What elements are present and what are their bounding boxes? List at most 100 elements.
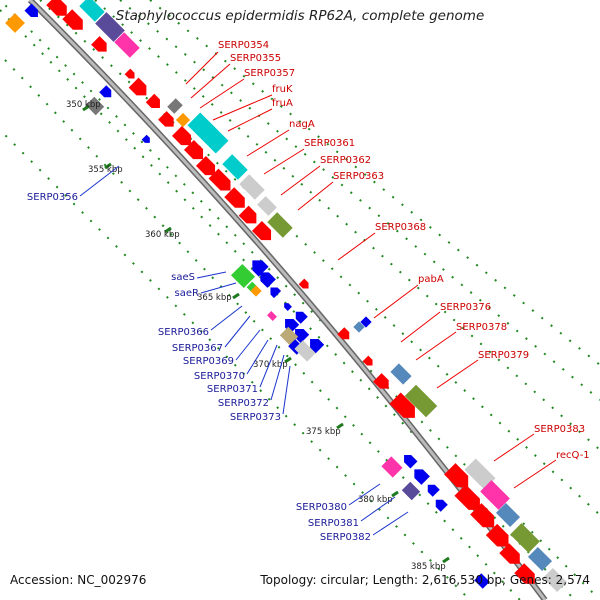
reverse-gene xyxy=(427,484,440,497)
gene-label: SERP0382 xyxy=(320,532,371,543)
gene-label: fruK xyxy=(272,84,293,95)
forward-gene xyxy=(454,484,480,510)
reverse-gene xyxy=(414,469,430,485)
reverse-gene xyxy=(284,303,292,311)
forward-gene xyxy=(444,463,469,488)
cds-steel xyxy=(353,321,365,333)
forward-gene xyxy=(62,9,83,30)
tick-mark xyxy=(442,556,450,564)
reverse-gene xyxy=(404,455,418,469)
forward-gene xyxy=(128,77,147,96)
gene-label: SERP0354 xyxy=(218,40,269,51)
cds-steel xyxy=(527,546,553,572)
callout-line xyxy=(224,315,251,348)
gene-labels: SERP0354SERP0355SERP0357fruKfruAnagASERP… xyxy=(27,40,590,543)
gene-label: saeS xyxy=(171,272,195,283)
cds-silver xyxy=(239,174,265,200)
cds-steel xyxy=(390,363,412,385)
forward-gene xyxy=(373,373,389,389)
map-title: Staphylococcus epidermidis RP62A, comple… xyxy=(115,8,485,24)
gene-label: SERP0372 xyxy=(218,398,269,409)
gene-label: SERP0355 xyxy=(230,53,281,64)
forward-gene xyxy=(208,168,231,191)
tick-mark xyxy=(391,490,399,498)
tick-label: 380 kbp xyxy=(358,495,393,505)
reverse-gene xyxy=(141,134,150,143)
cds-cyan xyxy=(222,154,248,180)
gene-label: SERP0378 xyxy=(456,322,507,333)
callout-line xyxy=(79,165,120,197)
forward-gene xyxy=(224,187,245,208)
gene-label: pabA xyxy=(418,274,444,285)
callout-line xyxy=(235,329,261,361)
forward-gene xyxy=(91,36,107,52)
forward-gene xyxy=(195,155,216,176)
cds-olive xyxy=(267,212,293,238)
gene-label: SERP0380 xyxy=(296,502,347,513)
callout-line xyxy=(196,271,227,279)
callout-line xyxy=(246,339,269,375)
callout-line xyxy=(282,365,291,415)
callout-line xyxy=(199,78,245,109)
cds-purple xyxy=(401,481,421,501)
tick-mark xyxy=(104,162,112,170)
callout-line xyxy=(280,165,321,196)
cds-khaki xyxy=(279,326,299,346)
reverse-gene xyxy=(24,3,38,17)
callout-lines xyxy=(79,51,557,536)
tick-mark xyxy=(284,356,292,364)
forward-gene xyxy=(362,355,373,366)
cds-silver xyxy=(542,567,568,593)
gene-label: SERP0369 xyxy=(183,356,234,367)
gene-label: SERP0362 xyxy=(320,155,371,166)
callout-line xyxy=(493,433,535,462)
guide-line xyxy=(149,0,600,366)
tick-label: 360 kbp xyxy=(145,230,180,240)
cds-magenta xyxy=(480,480,510,510)
tick-mark xyxy=(82,104,90,112)
gene-label: SERP0368 xyxy=(375,222,426,233)
callout-line xyxy=(415,331,457,361)
cds-green xyxy=(230,263,256,289)
callout-line xyxy=(190,63,231,99)
tick-label: 385 kbp xyxy=(411,562,446,572)
gene-label: SERP0383 xyxy=(534,424,585,435)
cds-gray xyxy=(85,96,105,116)
gene-label: SERP0379 xyxy=(478,350,529,361)
cds-orange xyxy=(250,285,262,297)
cds-silver xyxy=(464,458,496,490)
forward-gene xyxy=(337,327,350,340)
forward-gene xyxy=(238,205,257,224)
forward-gene xyxy=(183,139,204,160)
cds-magenta xyxy=(381,456,403,478)
callout-line xyxy=(246,129,290,157)
forward-gene xyxy=(145,93,160,108)
tick-label: 365 kbp xyxy=(197,293,232,303)
forward-gene xyxy=(470,503,495,528)
gene-label: saeR xyxy=(175,288,199,299)
tick-label: 370 kbp xyxy=(253,360,288,370)
guide-line xyxy=(4,59,521,600)
tick-mark xyxy=(336,422,344,430)
gene-label: SERP0363 xyxy=(333,171,384,182)
accession-text: Accession: NC_002976 xyxy=(10,573,147,587)
reverse-gene xyxy=(435,499,448,512)
cds-magenta xyxy=(267,311,277,321)
gene-label: SERP0367 xyxy=(172,343,223,354)
tick-label: 375 kbp xyxy=(306,427,341,437)
reverse-gene xyxy=(295,329,310,344)
callout-line xyxy=(200,282,237,294)
callout-line xyxy=(297,181,334,211)
callout-line xyxy=(212,94,273,121)
gene-label: nagA xyxy=(289,119,315,130)
cds-steel xyxy=(495,502,521,528)
cds-cyan xyxy=(79,0,105,22)
cds-cyan xyxy=(187,112,229,154)
tick-mark xyxy=(232,292,240,300)
gene-label: fruA xyxy=(272,98,293,109)
cds-magenta xyxy=(114,32,140,58)
genome-summary-text: Topology: circular; Length: 2,616,530 bp… xyxy=(260,573,590,587)
